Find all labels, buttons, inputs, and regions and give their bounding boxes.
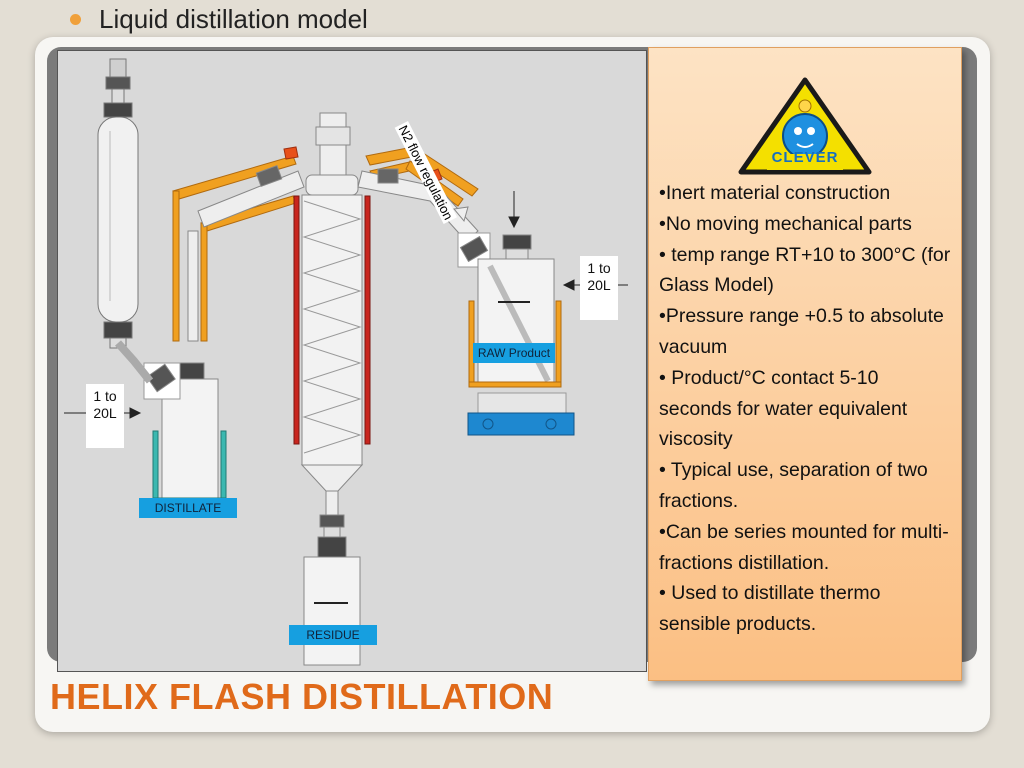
apparatus-drawing <box>64 58 628 666</box>
vapour-tube-left <box>197 146 305 228</box>
bullet-dot-icon <box>70 13 81 25</box>
features-list: •Inert material construction •No moving … <box>659 178 955 640</box>
condenser <box>97 58 139 349</box>
volume-right-line2: 20L <box>587 277 611 293</box>
feature-item: •Pressure range +0.5 to absolute vacuum <box>659 305 944 358</box>
left-heating-arm <box>172 155 297 342</box>
feature-item: • temp range RT+10 to 300°C (for Glass M… <box>659 243 951 297</box>
volume-label-left: 1 to 20L <box>86 384 124 448</box>
clever-logo-text: CLEVER <box>771 149 839 166</box>
volume-right-line1: 1 to <box>587 260 611 276</box>
feature-item: •Inert material construction <box>659 182 891 204</box>
heating-plate <box>467 392 575 436</box>
slide-title: HELIX FLASH DISTILLATION <box>50 676 554 717</box>
feature-item: • Typical use, separation of two fractio… <box>659 459 928 512</box>
helix-column <box>300 112 364 540</box>
raw-product-tag: RAW Product <box>473 343 555 363</box>
feature-item: •No moving mechanical parts <box>659 212 912 235</box>
distillation-diagram: N2 flow regulation 1 to 20L 1 to 20L DIS… <box>57 50 647 672</box>
clever-logo-icon <box>738 77 872 175</box>
feature-item: • Product/°C contact 5-10 seconds for wa… <box>659 366 908 451</box>
distillate-bottle <box>115 230 219 500</box>
top-bullet: Liquid distillation model <box>70 2 368 36</box>
features-panel: CLEVER •Inert material construction •No … <box>648 47 962 681</box>
residue-bottle <box>303 536 361 666</box>
residue-tag: RESIDUE <box>289 625 377 645</box>
volume-label-right: 1 to 20L <box>580 256 618 320</box>
volume-left-line1: 1 to <box>93 388 117 404</box>
helix-coil <box>302 200 362 454</box>
clever-logo: CLEVER <box>737 76 873 176</box>
distillate-tag: DISTILLATE <box>139 498 237 518</box>
top-bullet-text: Liquid distillation model <box>99 3 368 34</box>
heater-rods <box>293 195 371 445</box>
volume-left-line2: 20L <box>93 405 117 421</box>
feature-item: •Can be series mounted for multi-fractio… <box>659 520 949 574</box>
feature-item: • Used to distillate thermo sensible pro… <box>659 582 881 636</box>
raw-product-frame <box>468 300 562 388</box>
